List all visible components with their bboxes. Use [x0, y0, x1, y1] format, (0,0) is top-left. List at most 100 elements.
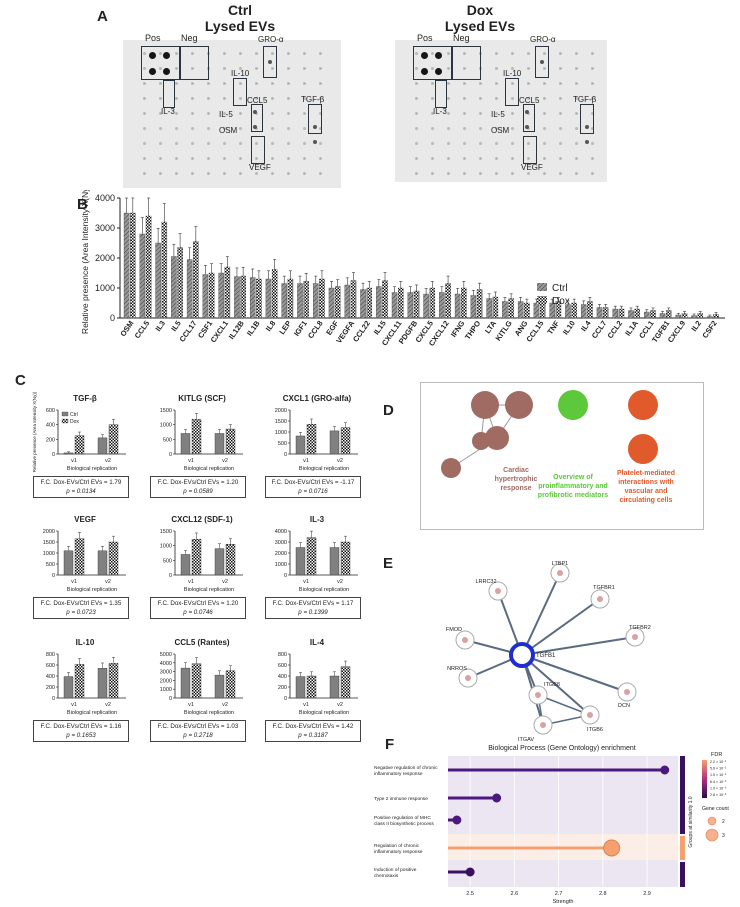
mini-x-axis-label: Biological replication [184, 466, 234, 472]
mini-x-tick-label: v1 [188, 458, 194, 464]
blot-spot [159, 142, 162, 145]
blot-spot [239, 157, 242, 160]
bar-ctrl [502, 301, 508, 319]
blot-spot [239, 52, 242, 55]
lollipop-point [492, 793, 502, 803]
blot-spot [143, 97, 146, 100]
blot-spot-positive [421, 52, 428, 59]
blot-spot [527, 52, 530, 55]
network-node-label: NRROS [447, 666, 467, 672]
blot-spot [575, 67, 578, 70]
network-edge [521, 654, 628, 693]
blot-spot [585, 125, 589, 129]
cluster-label-proinflammatory: Overview of proinflammatory and profibro… [537, 474, 609, 499]
bar-ctrl [186, 259, 193, 319]
blot-dox-title-1: Dox [466, 2, 494, 18]
blot-label-pos: Pos [417, 33, 433, 43]
bar-dox [145, 215, 152, 319]
mini-bar-dox [225, 544, 236, 576]
legend-label-ctrl: Ctrl [552, 283, 568, 294]
blot-spot [415, 112, 418, 115]
blot-spot [447, 157, 450, 160]
blot-spot [543, 127, 546, 130]
blot-spot [319, 82, 322, 85]
go-term-label: Negative regulation of chronic [374, 765, 438, 771]
blot-spot [191, 97, 194, 100]
network-node-label: ITGB8 [544, 682, 560, 688]
network-edge [521, 572, 561, 656]
mini-y-tick-label: 0 [169, 696, 172, 702]
blot-spot [511, 172, 514, 175]
blot-spot [223, 52, 226, 55]
mini-bar-ctrl [97, 668, 108, 699]
blot-spot [223, 157, 226, 160]
blot-spot [191, 52, 194, 55]
blot-spot [591, 172, 594, 175]
panel-label-b: B [77, 196, 88, 213]
blot-label-osm: OSM [219, 126, 238, 135]
blot-spot [415, 97, 418, 100]
mini-bar-dox [225, 428, 236, 455]
network-node-glyph [624, 689, 630, 695]
x-tick-label: IL2 [689, 319, 703, 333]
bar-dox [602, 307, 609, 319]
blot-spot [575, 172, 578, 175]
p-value-text: p = 0.0723 [66, 609, 96, 616]
mini-chart-title: CXCL12 (SDF-1) [171, 515, 233, 524]
blot-spot [527, 127, 530, 130]
network-node-label: LRRC32 [475, 579, 496, 585]
mini-legend-swatch-dox [61, 418, 69, 424]
blot-label-ccl5: CCL5 [519, 96, 540, 105]
blot-spot [319, 142, 322, 145]
cluster-node [628, 434, 658, 464]
cluster-label-cardiac: Cardiac hypertrophic response [494, 467, 538, 492]
go-term-label: Type 2 immune response [374, 796, 428, 802]
blot-spot [175, 112, 178, 115]
mini-x-tick-label: v1 [303, 702, 309, 708]
blot-spot [479, 142, 482, 145]
panel-label-f: F [385, 736, 395, 753]
bar-dox [382, 280, 388, 319]
p-value-text: p = 0.0716 [298, 488, 328, 495]
mini-bar-ctrl [295, 435, 306, 455]
blot-spot [447, 97, 450, 100]
blot-spot [207, 142, 210, 145]
bar-dox [476, 289, 483, 319]
mini-y-tick-label: 4000 [160, 661, 172, 667]
mini-y-tick-label: 400 [46, 674, 55, 680]
blot-spot [239, 82, 242, 85]
fold-change-text: F.C. Dox-EVs/Ctrl EVs = 1.79 [40, 479, 122, 486]
blot-spot [287, 82, 290, 85]
blot-spot [591, 112, 594, 115]
blot-highlight-box [535, 46, 549, 78]
mini-bar-dox [340, 541, 351, 576]
blot-spot [239, 172, 242, 175]
bar-dox [224, 266, 231, 319]
fold-change-text: F.C. Dox-EVs/Ctrl EVs = 1.16 [40, 723, 122, 730]
blot-spot [253, 110, 257, 114]
blot-spot [591, 127, 594, 130]
mini-x-tick-label: v1 [303, 458, 309, 464]
blot-spot [303, 127, 306, 130]
x-tick-label: IL4 [579, 318, 593, 333]
blot-spot [447, 67, 450, 70]
mini-bar-ctrl [97, 550, 108, 576]
mini-bar-dox [306, 424, 317, 455]
blot-spot [191, 82, 194, 85]
blot-highlight-box [523, 136, 537, 164]
bar-ctrl [391, 292, 398, 319]
blot-ctrl-title-1: Ctrl [227, 2, 253, 18]
blot-spot [511, 127, 514, 130]
panel-label-c: C [15, 372, 26, 389]
bar-dox [366, 287, 373, 319]
fdr-legend-title: FDR [711, 752, 722, 758]
legend-label-dox: Dox [552, 296, 570, 307]
blot-spot [559, 97, 562, 100]
blot-spot [527, 142, 530, 145]
lollipop-point [452, 815, 462, 825]
mini-x-axis-label: Biological replication [299, 466, 349, 472]
